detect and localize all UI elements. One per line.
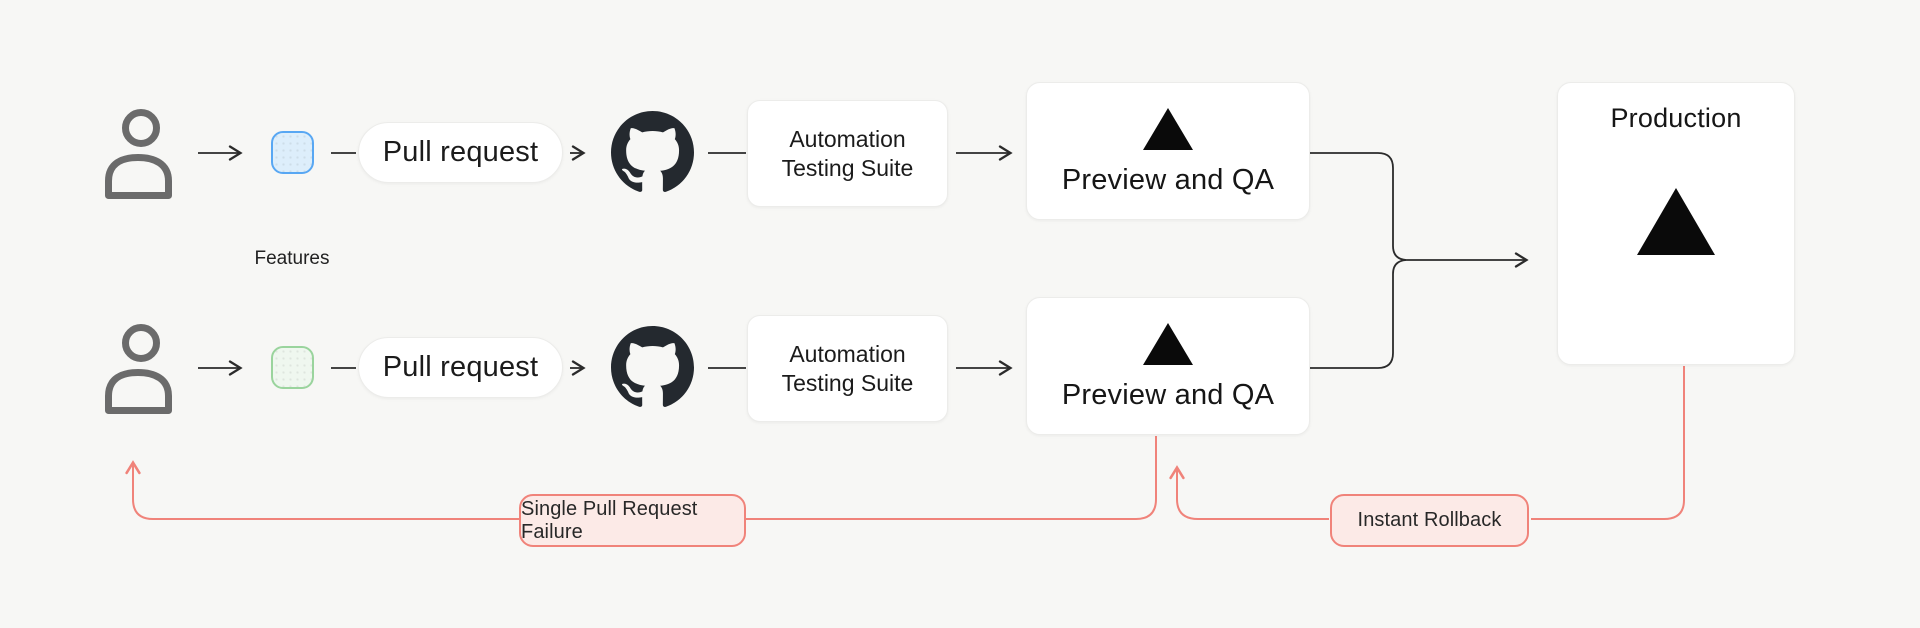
feature-branch-node-green [271, 346, 314, 389]
github-icon [611, 326, 694, 407]
automation-label-line2: Testing Suite [781, 154, 914, 181]
instant-rollback-label: Instant Rollback [1357, 509, 1502, 531]
preview-qa-label: Preview and QA [1061, 378, 1275, 411]
person-icon [105, 324, 172, 414]
github-icon [611, 111, 694, 192]
vercel-triangle-icon [1637, 188, 1715, 255]
production-label: Production [1610, 103, 1742, 133]
vercel-triangle-icon [1143, 322, 1193, 365]
vercel-triangle-icon [1143, 107, 1193, 150]
automation-testing-suite-node-row1: Automation Testing Suite [747, 100, 948, 207]
automation-label-line2: Testing Suite [781, 369, 914, 396]
instant-rollback-badge: Instant Rollback [1330, 494, 1529, 547]
pull-request-node-row1: Pull request [358, 122, 563, 183]
automation-label-line1: Automation [789, 340, 906, 367]
pull-request-node-row2: Pull request [358, 337, 563, 398]
features-label: Features [254, 248, 330, 269]
single-pull-request-failure-badge: Single Pull Request Failure [519, 494, 746, 547]
single-pull-request-failure-label: Single Pull Request Failure [521, 497, 698, 543]
merge-line-bottom [1310, 259, 1407, 369]
preview-qa-label: Preview and QA [1061, 163, 1275, 196]
automation-testing-suite-node-row2: Automation Testing Suite [747, 315, 948, 422]
pull-request-label: Pull request [382, 136, 539, 168]
pull-request-label: Pull request [382, 351, 539, 383]
person-icon [105, 109, 172, 199]
automation-label-line1: Automation [789, 125, 906, 152]
production-node: Production [1557, 82, 1795, 365]
rollback-line-left [1169, 465, 1329, 520]
merge-line-top [1310, 152, 1407, 261]
preview-qa-node-row1: Preview and QA [1026, 82, 1310, 220]
preview-qa-node-row2: Preview and QA [1026, 297, 1310, 435]
rollback-line-right [1531, 366, 1685, 520]
feature-branch-node-blue [271, 131, 314, 174]
